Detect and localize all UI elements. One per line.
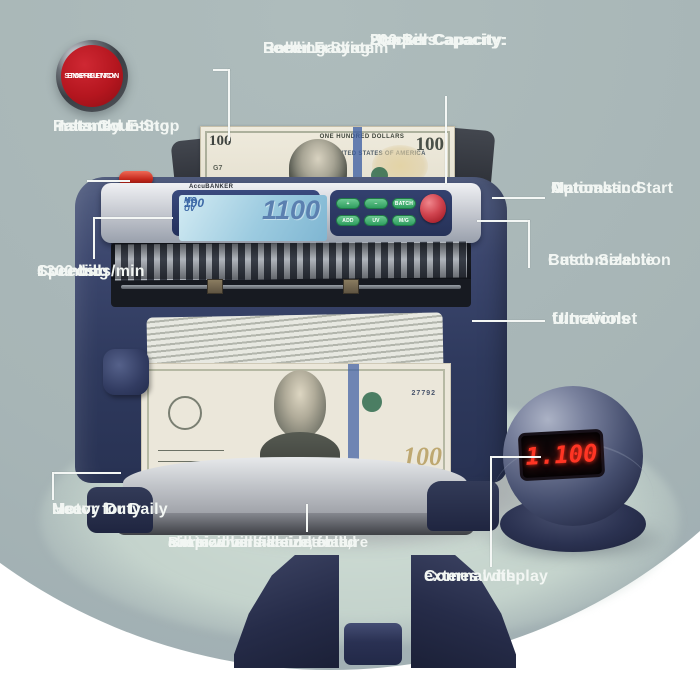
shaft-bracket	[207, 279, 223, 294]
mg-button: M/G	[392, 215, 416, 226]
start-stop-button	[420, 194, 446, 223]
callout-line: Manual and	[551, 180, 642, 197]
callout-line: external display	[424, 568, 549, 585]
callout-line: Ultraviolet	[552, 309, 638, 328]
callout-line: 200 Bills	[370, 32, 437, 49]
connector-line	[528, 220, 530, 268]
bill-counter-machine: 100 100 ONE HUNDRED DOLLARS UNITED STATE…	[75, 115, 516, 668]
badge-red-face: EMERGENCY STOP BUTTON	[61, 45, 123, 107]
keypad-panel: + – BATCH ADD UV M/G	[330, 190, 452, 236]
base-front-edge	[115, 513, 475, 535]
connector-line	[228, 69, 230, 141]
callout-line: Roller Friction	[263, 40, 375, 57]
plus-button: +	[336, 198, 360, 209]
roller-shaft	[121, 285, 461, 289]
add-button: ADD	[336, 215, 360, 226]
callout-line: Feeding System	[263, 40, 389, 57]
badge-line2: STOP BUTTON	[64, 72, 120, 80]
callout-line: Bill size verification feature	[168, 534, 369, 551]
bill-serial-number: 27792	[411, 390, 436, 397]
security-stripe	[353, 127, 362, 197]
callout-line: Automatic Start	[551, 180, 674, 197]
connector-line	[52, 472, 121, 474]
bill-denomination: 100	[209, 133, 232, 149]
stacker-section: 27792 100	[139, 305, 516, 668]
federal-reserve-seal	[168, 396, 202, 430]
callout-line: Speeds:	[37, 263, 101, 280]
callout-line: suspicious bill size, or	[168, 534, 333, 551]
portrait-face	[274, 370, 326, 438]
badge-line1: EMERGENCY	[67, 72, 117, 80]
lcd-count-value: 1100	[261, 195, 320, 225]
minus-button: –	[364, 198, 388, 209]
connector-line	[490, 456, 492, 567]
feed-roller-section	[111, 241, 471, 307]
callout-line: Use	[52, 501, 82, 518]
connector-line	[492, 197, 545, 199]
callout-line: Counting	[37, 263, 109, 280]
bill-plate-letter: G7	[213, 165, 223, 172]
machine-foot-right	[427, 481, 499, 531]
callout-line: functions	[552, 309, 631, 328]
callout-line: 1300 bills/min	[37, 263, 145, 280]
lcd-screen: MG UV MIX 100 1100	[179, 195, 327, 241]
callout-line: 200 Bills	[370, 32, 437, 49]
bill-press-plate	[344, 623, 402, 665]
callout-line: Heavy Duty	[52, 501, 142, 518]
treasury-seal	[362, 392, 382, 412]
lcd-mode-line2: MIX	[185, 197, 194, 203]
emergency-stop-badge: EMERGENCY STOP BUTTON	[56, 40, 128, 112]
shaft-bracket	[343, 279, 359, 294]
side-adjustment-knob	[103, 349, 149, 395]
callout-line: Back Loading	[263, 40, 371, 57]
led-counter: 1.100	[517, 428, 606, 482]
callout-line: Instantly	[53, 118, 121, 135]
callout-line: Customizable	[548, 252, 655, 269]
callout-line: Patented E-Stop	[53, 118, 180, 135]
connector-line	[472, 320, 545, 322]
connector-line	[93, 217, 173, 219]
connector-line	[87, 180, 130, 182]
callout-line: Hopper Capacity:	[370, 32, 506, 49]
uv-button: UV	[364, 215, 388, 226]
callout-line: Halts Counting	[53, 118, 170, 135]
callout-line: Batch Selection	[548, 252, 672, 269]
estop-red-button	[119, 171, 153, 186]
lcd-mode-line1: MG UV	[184, 196, 197, 213]
lcd-mode-line3: 100	[184, 196, 205, 210]
louver-shading	[111, 243, 471, 279]
security-stripe	[348, 364, 359, 476]
brand-logo: AccuBANKER	[189, 184, 234, 190]
connector-line	[213, 69, 230, 71]
callout-line: chained bills are detected	[168, 534, 357, 551]
callout-line: alerts when a double bill,	[168, 534, 352, 551]
machine-foot-left	[87, 487, 153, 533]
callout-line: Motor for Daily	[52, 501, 168, 518]
external-display-unit: 1.100	[491, 386, 655, 558]
callout-line: Options	[551, 180, 613, 197]
connector-line	[93, 217, 95, 259]
connector-line	[52, 472, 54, 500]
lcd-module: MG UV MIX 100 1100	[172, 190, 327, 241]
connector-line	[490, 456, 541, 458]
connector-line	[306, 504, 308, 532]
connector-line	[477, 220, 530, 222]
batch-button: BATCH	[392, 198, 416, 209]
control-panel: AccuBANKER MG UV MIX 100 1100 + – BATCH …	[101, 183, 481, 243]
callout-line: Comes with	[424, 568, 516, 585]
bill-denomination: 100	[415, 134, 445, 155]
connector-line	[445, 96, 447, 184]
callout-line: Stacker Capacity:	[370, 32, 508, 49]
